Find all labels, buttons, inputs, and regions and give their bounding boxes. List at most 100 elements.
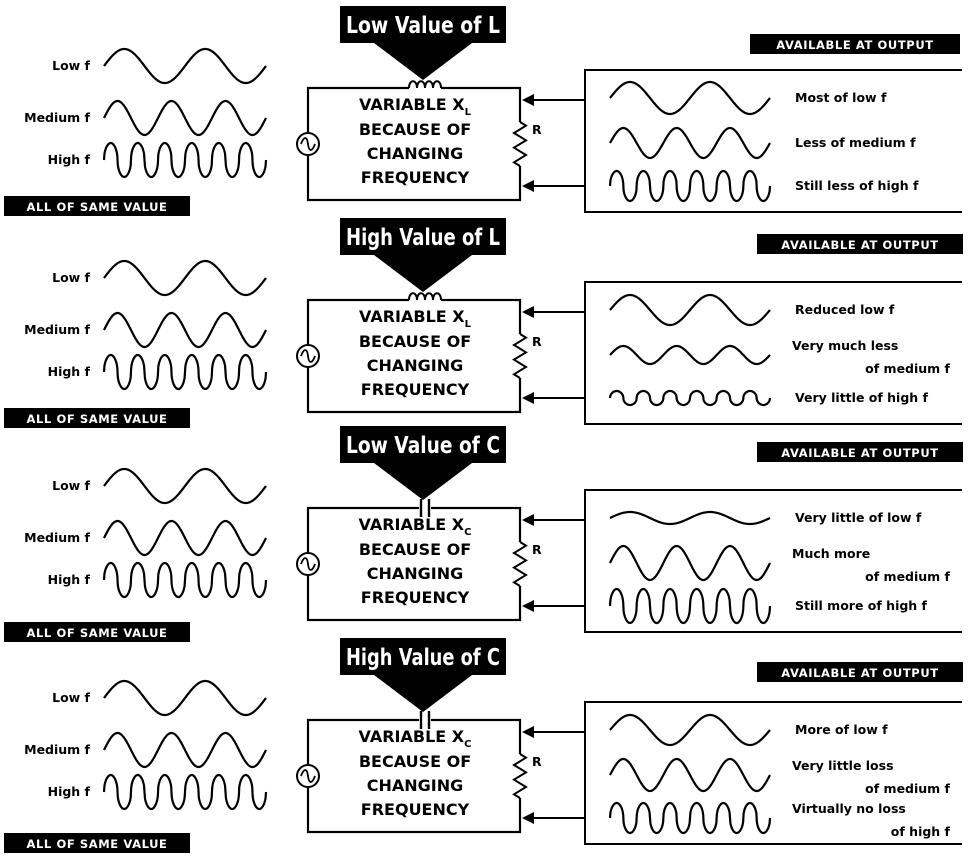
output-caption-line-2: of medium f — [865, 569, 950, 584]
input-wave-low — [103, 259, 267, 297]
output-caption-line-2: of high f — [891, 824, 951, 839]
box-line-variable: VARIABLE XC — [359, 727, 472, 750]
output-item: Virtually no loss of high f — [608, 801, 951, 839]
input-wave-high — [102, 561, 268, 599]
banner-box — [340, 218, 506, 255]
banner-box — [340, 6, 506, 43]
same-value-tag-box — [4, 196, 190, 216]
output-caption-line-2: of medium f — [865, 361, 950, 376]
output-tag: AVAILABLE AT OUTPUT — [757, 234, 963, 254]
output-item: Reduced low f — [609, 293, 895, 327]
output-frame — [584, 69, 962, 213]
banner-title: High Value of L — [346, 225, 500, 251]
output-caption: Very little of low f — [795, 510, 922, 525]
output-caption-line-2: of medium f — [865, 781, 950, 796]
box-line-3: CHANGING — [367, 776, 464, 795]
input-label-low: Low f — [52, 270, 90, 285]
output-tag-box — [757, 662, 963, 682]
arrow-left-icon — [522, 94, 534, 106]
box-line-variable: VARIABLE XL — [359, 95, 472, 118]
box-line-3: CHANGING — [367, 144, 464, 163]
input-wave-low — [103, 47, 267, 85]
output-wave-medium — [609, 544, 771, 582]
output-caption: Very little of high f — [795, 390, 929, 405]
input-label-medium: Medium f — [24, 530, 90, 545]
arrow-left-icon — [522, 180, 534, 192]
input-label-low: Low f — [52, 690, 90, 705]
box-line-3: CHANGING — [367, 356, 464, 375]
output-caption: Less of medium f — [795, 135, 916, 150]
output-wave-high — [608, 587, 772, 625]
arrow-left-icon — [522, 514, 534, 526]
resistor-label: R — [532, 122, 542, 137]
input-label-low: Low f — [52, 478, 90, 493]
banner-box — [340, 638, 506, 675]
resistor-label: R — [532, 334, 542, 349]
output-caption-line-1: Virtually no loss — [792, 801, 906, 816]
output-wave-medium — [609, 344, 771, 366]
down-arrow-icon — [374, 43, 472, 80]
output-wave-high — [608, 169, 772, 203]
banner-title: High Value of C — [346, 645, 500, 671]
box-line-2: BECAUSE OF — [359, 332, 471, 351]
same-value-text: ALL OF SAME VALUE — [26, 412, 167, 426]
output-tag: AVAILABLE AT OUTPUT — [757, 662, 963, 682]
output-caption-line-1: Very little loss — [792, 758, 894, 773]
output-item: Very little loss of medium f — [609, 757, 951, 796]
box-line-variable: VARIABLE XC — [359, 515, 472, 538]
input-label-high: High f — [48, 572, 91, 587]
arrow-left-icon — [522, 392, 534, 404]
input-wave-medium — [103, 519, 267, 557]
same-value-tag: ALL OF SAME VALUE — [4, 622, 190, 642]
same-value-tag-box — [4, 408, 190, 428]
output-wave-low — [609, 80, 771, 116]
same-value-tag-box — [4, 622, 190, 642]
output-tag: AVAILABLE AT OUTPUT — [757, 442, 963, 462]
output-tag: AVAILABLE AT OUTPUT — [750, 34, 960, 54]
output-tag-box — [757, 442, 963, 462]
output-tag-box — [757, 234, 963, 254]
input-wave-high — [102, 141, 268, 179]
same-value-text: ALL OF SAME VALUE — [26, 200, 167, 214]
output-item: Most of low f — [609, 80, 887, 116]
output-caption: Most of low f — [795, 90, 887, 105]
resistor-label: R — [532, 754, 542, 769]
output-tag-text: AVAILABLE AT OUTPUT — [781, 238, 938, 252]
same-value-tag: ALL OF SAME VALUE — [4, 408, 190, 428]
banner-title: Low Value of L — [346, 13, 500, 39]
output-caption: Still more of high f — [795, 598, 928, 613]
inductor-icon — [408, 80, 442, 89]
output-wave-low — [609, 293, 771, 327]
output-frame — [584, 281, 962, 425]
output-tag-text: AVAILABLE AT OUTPUT — [781, 446, 938, 460]
input-label-low: Low f — [52, 58, 90, 73]
output-frame — [584, 701, 962, 845]
input-label-medium: Medium f — [24, 742, 90, 757]
output-wave-low — [609, 510, 771, 526]
output-wave-medium — [609, 126, 771, 160]
box-line-4: FREQUENCY — [361, 168, 470, 187]
box-line-4: FREQUENCY — [361, 380, 470, 399]
output-item: Still more of high f — [608, 587, 928, 625]
resistor-icon — [512, 333, 528, 379]
resistor-label: R — [532, 542, 542, 557]
output-caption: More of low f — [795, 722, 888, 737]
box-line-variable: VARIABLE XL — [359, 307, 472, 330]
output-item: More of low f — [609, 713, 888, 747]
box-line-3: CHANGING — [367, 564, 464, 583]
arrow-left-icon — [522, 306, 534, 318]
output-item: Very little of high f — [608, 389, 929, 407]
output-wave-high — [608, 801, 772, 835]
output-caption: Still less of high f — [795, 178, 919, 193]
same-value-tag-box — [4, 833, 190, 853]
input-wave-medium — [103, 311, 267, 349]
output-caption: Reduced low f — [795, 302, 895, 317]
input-wave-high — [102, 773, 268, 811]
output-wave-high — [608, 389, 772, 407]
input-label-high: High f — [48, 152, 91, 167]
input-label-medium: Medium f — [24, 322, 90, 337]
